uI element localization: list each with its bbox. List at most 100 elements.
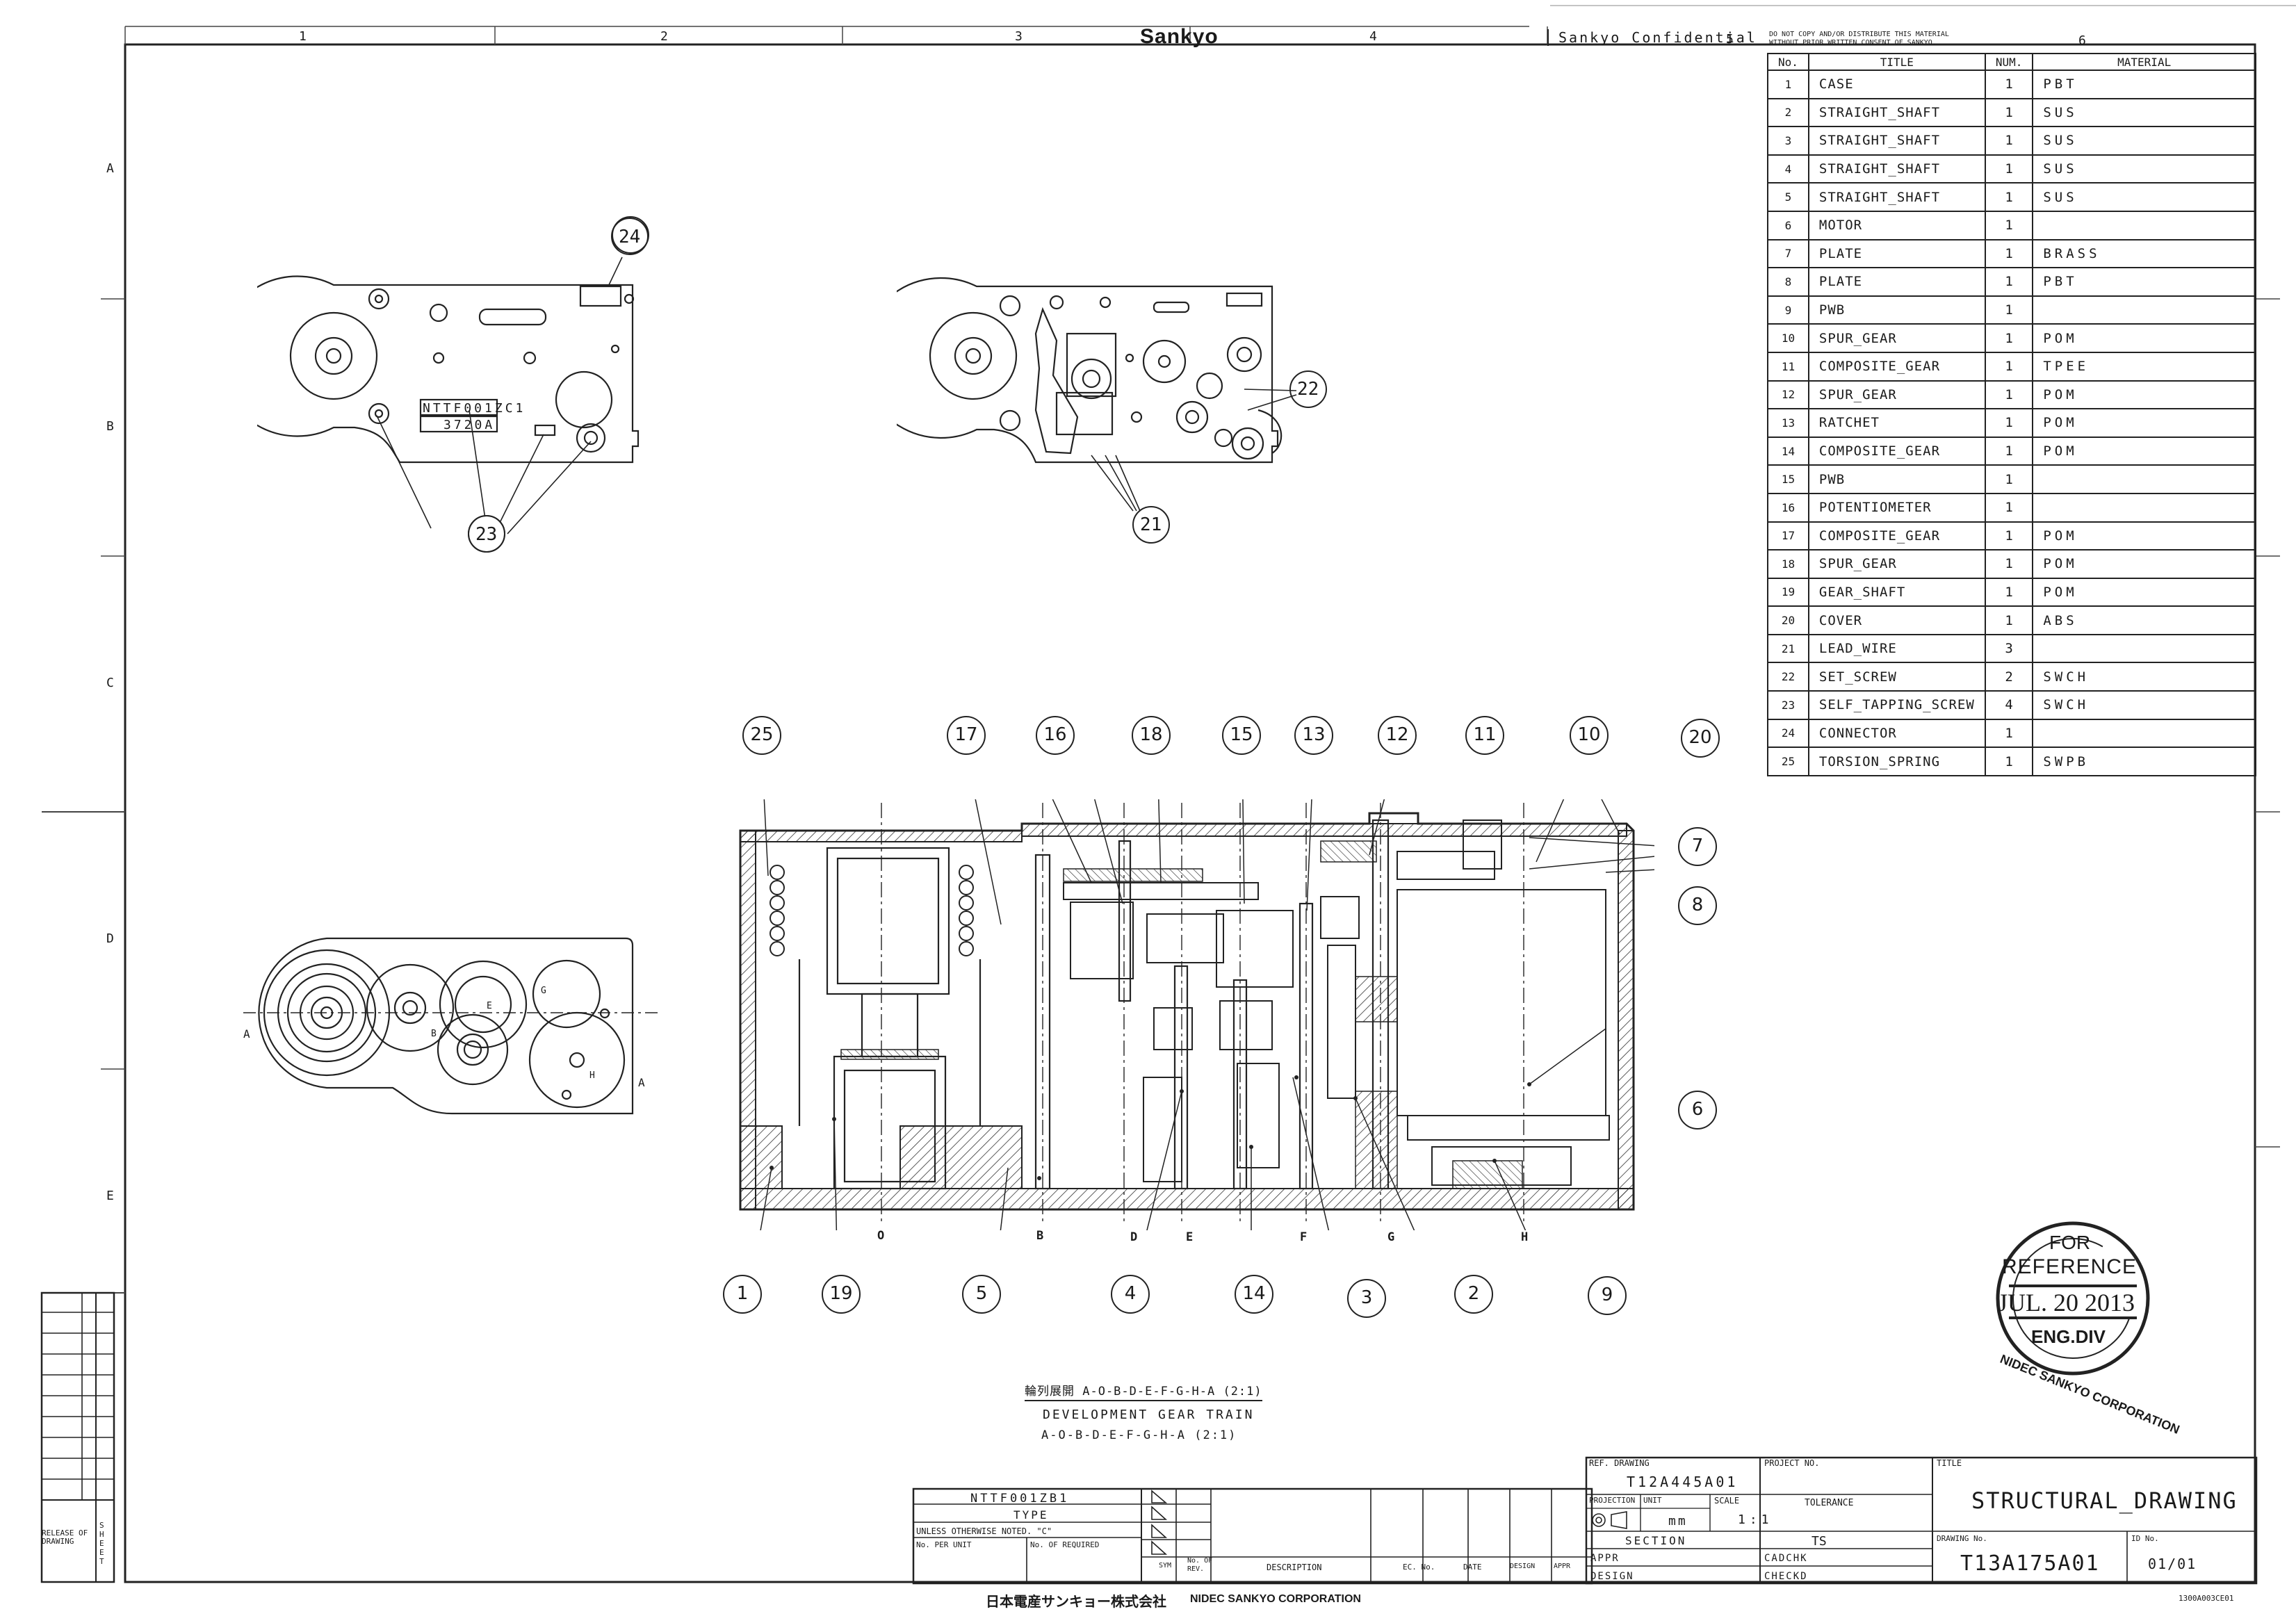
bom-cell-title: COMPOSITE_GEAR bbox=[1807, 351, 1986, 382]
projection-label: PROJECTION bbox=[1589, 1496, 1636, 1505]
unless-note: UNLESS OTHERWISE NOTED. "C" bbox=[916, 1526, 1052, 1536]
company-name-jp: 日本電産サンキョー株式会社 bbox=[986, 1595, 1166, 1610]
stamp-line-1: FOR bbox=[2049, 1232, 2091, 1253]
bom-cell-num: 1 bbox=[1984, 492, 2034, 523]
bom-cell-no: 14 bbox=[1767, 436, 1809, 466]
bom-cell-material bbox=[2032, 295, 2256, 325]
bom-cell-title: LEAD_WIRE bbox=[1807, 633, 1986, 664]
bom-cell-num: 1 bbox=[1984, 210, 2034, 240]
section-label: SECTION bbox=[1625, 1534, 1687, 1547]
form-code: 1300A003CE01 bbox=[2179, 1594, 2234, 1603]
bom-cell-num: 1 bbox=[1984, 351, 2034, 382]
bom-cell-no: 8 bbox=[1767, 267, 1809, 297]
bom-cell-material bbox=[2032, 464, 2256, 494]
balloon-21: 21 bbox=[1140, 514, 1162, 535]
part-label-subcode: 3720A bbox=[443, 418, 496, 432]
bom-cell-no: 6 bbox=[1767, 210, 1809, 240]
bom-cell-no: 11 bbox=[1767, 351, 1809, 382]
grid-col-2: 2 bbox=[660, 29, 668, 44]
bom-cell-material: PBT bbox=[2032, 267, 2256, 297]
bom-cell-material bbox=[2032, 718, 2256, 749]
required-label: No. OF REQUIRED bbox=[1030, 1540, 1100, 1549]
rev-col-header-3: EC. No. bbox=[1403, 1563, 1435, 1572]
balloon-23: 23 bbox=[475, 524, 498, 545]
bom-cell-no: 21 bbox=[1767, 633, 1809, 664]
bom-cell-num: 4 bbox=[1984, 690, 2034, 720]
balloon-above-7: 11 bbox=[1473, 724, 1497, 745]
balloon-above-4: 15 bbox=[1230, 724, 1253, 745]
caption-title: DEVELOPMENT GEAR TRAIN bbox=[1043, 1408, 1255, 1422]
grid-row-c: C bbox=[106, 676, 114, 690]
bom-cell-title: PLATE bbox=[1807, 267, 1986, 297]
bom-cell-title: STRAIGHT_SHAFT bbox=[1807, 126, 1986, 156]
balloon-above-5: 13 bbox=[1302, 724, 1326, 745]
bom-cell-material: POM bbox=[2032, 323, 2256, 353]
rev-col-header-4: DATE bbox=[1463, 1563, 1482, 1572]
bom-cell-material: PBT bbox=[2032, 70, 2256, 99]
bom-cell-title: SELF_TAPPING_SCREW bbox=[1807, 690, 1986, 720]
stamp-dept: ENG.DIV bbox=[2031, 1326, 2106, 1347]
type-code: NTTF001ZB1 bbox=[970, 1492, 1070, 1506]
axis-label-5: G bbox=[1387, 1230, 1395, 1244]
bom-cell-title: SPUR_GEAR bbox=[1807, 323, 1986, 353]
grid-row-e: E bbox=[106, 1189, 114, 1203]
caption-sequence: A-O-B-D-E-F-G-H-A (2:1) bbox=[1041, 1428, 1237, 1442]
bom-cell-material: POM bbox=[2032, 521, 2256, 551]
bom-cell-title: CASE bbox=[1807, 70, 1986, 99]
bom-cell-title: SPUR_GEAR bbox=[1807, 380, 1986, 410]
balloon-below-3: 4 bbox=[1124, 1283, 1137, 1304]
balloon-above-8: 10 bbox=[1577, 724, 1601, 745]
grid-col-3: 3 bbox=[1015, 29, 1023, 44]
bom-cell-no: 19 bbox=[1767, 577, 1809, 607]
bom-cell-title: COMPOSITE_GEAR bbox=[1807, 436, 1986, 466]
bom-header-material: MATERIAL bbox=[2032, 53, 2256, 71]
bom-cell-num: 1 bbox=[1984, 97, 2034, 128]
bom-cell-num: 1 bbox=[1984, 436, 2034, 466]
bom-cell-num: 1 bbox=[1984, 238, 2034, 269]
release-box bbox=[40, 1291, 115, 1583]
drawing-no-value: T13A175A01 bbox=[1960, 1551, 2100, 1576]
bom-cell-title: STRAIGHT_SHAFT bbox=[1807, 182, 1986, 212]
bom-cell-no: 5 bbox=[1767, 182, 1809, 212]
balloon-above-0: 25 bbox=[750, 724, 774, 745]
bom-cell-num: 1 bbox=[1984, 577, 2034, 607]
balloon-right-2: 6 bbox=[1691, 1099, 1704, 1120]
bom-cell-no: 15 bbox=[1767, 464, 1809, 494]
bom-cell-title: PWB bbox=[1807, 295, 1986, 325]
notice-line-2: WITHOUT PRIOR WRITTEN CONSENT OF SANKYO. bbox=[1769, 39, 1937, 47]
bom-cell-no: 23 bbox=[1767, 690, 1809, 720]
part-label-code: NTTF001ZC1 bbox=[423, 401, 526, 416]
appr-label: APPR bbox=[1590, 1553, 1620, 1564]
bom-cell-material: SUS bbox=[2032, 182, 2256, 212]
bom-cell-no: 10 bbox=[1767, 323, 1809, 353]
notice-line-1: DO NOT COPY AND/OR DISTRIBUTE THIS MATER… bbox=[1769, 31, 1949, 38]
title-label: TITLE bbox=[1937, 1458, 1962, 1468]
bom-cell-material bbox=[2032, 210, 2256, 240]
bom-cell-title: PLATE bbox=[1807, 238, 1986, 269]
bom-cell-title: STRAIGHT_SHAFT bbox=[1807, 97, 1986, 128]
bom-cell-num: 1 bbox=[1984, 126, 2034, 156]
bom-cell-no: 13 bbox=[1767, 408, 1809, 438]
section-marker-left: A bbox=[243, 1027, 250, 1041]
axis-label-0: O bbox=[877, 1229, 885, 1243]
bom-cell-no: 18 bbox=[1767, 549, 1809, 579]
balloon-above-9: 20 bbox=[1688, 727, 1712, 748]
balloon-below-0: 1 bbox=[736, 1283, 749, 1304]
bom-cell-no: 3 bbox=[1767, 126, 1809, 156]
cadchk-label: CADCHK bbox=[1764, 1553, 1808, 1564]
